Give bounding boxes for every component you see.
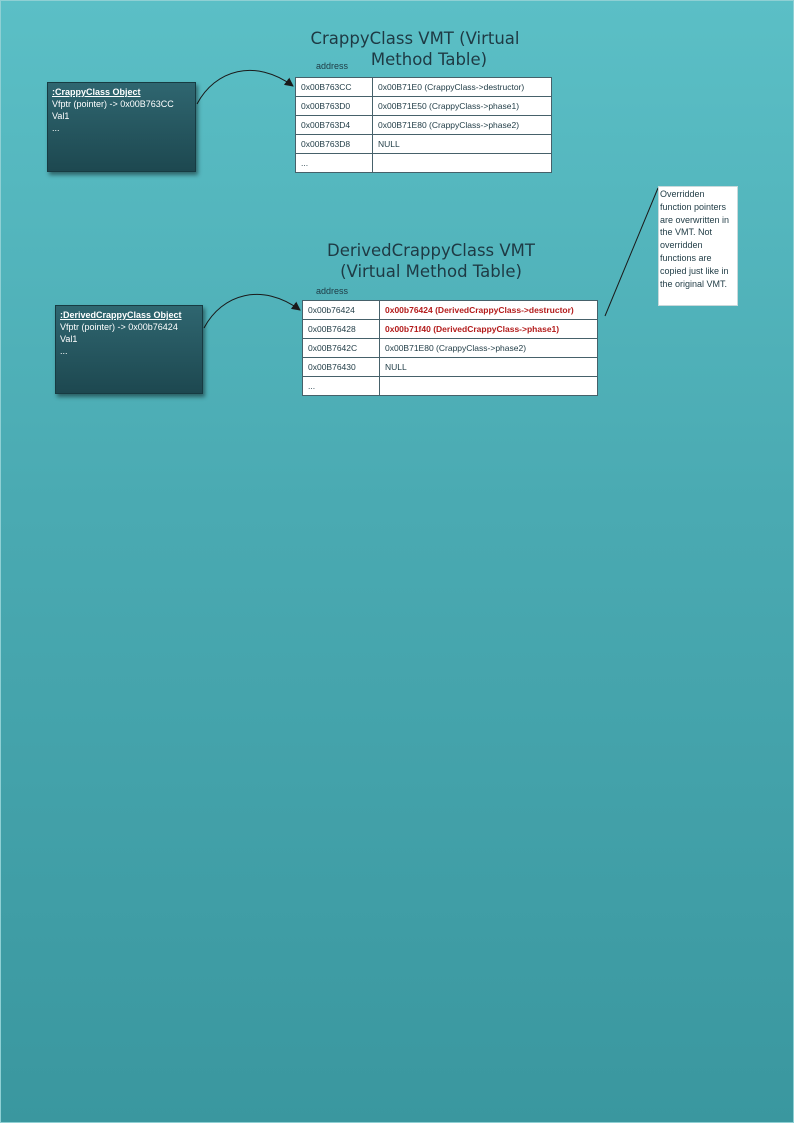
table-row: 0x00B76430 NULL (302, 357, 598, 377)
vmt-value-cell: NULL (372, 134, 552, 154)
crappy-vmt-table: 0x00B763CC 0x00B71E0 (CrappyClass->destr… (295, 77, 552, 173)
derived-vmt-address-label: address (316, 286, 349, 296)
crappy-object-vfptr: Vfptr (pointer) -> 0x00B763CC (52, 99, 174, 109)
vmt-value-cell: 0x00B71E0 (CrappyClass->destructor) (372, 77, 552, 97)
note-line: overridden (660, 240, 703, 251)
crappy-vmt-title-line1: CrappyClass VMT (Virtual (310, 29, 520, 48)
crappy-vmt-title-line2: Method Table) (370, 50, 488, 69)
vmt-value-cell (379, 376, 598, 396)
vmt-address-cell: ... (302, 376, 380, 396)
crappy-class-object-box: :CrappyClass Object Vfptr (pointer) -> 0… (47, 82, 196, 172)
derived-object-header: :DerivedCrappyClass Object (60, 310, 182, 320)
table-row: ... (295, 153, 552, 173)
derived-class-object-box: :DerivedCrappyClass Object Vfptr (pointe… (55, 305, 203, 394)
table-row: 0x00B763D4 0x00B71E80 (CrappyClass->phas… (295, 115, 552, 135)
table-row: 0x00b76424 0x00b76424 (DerivedCrappyClas… (302, 300, 598, 320)
note-line: are overwritten in (660, 214, 730, 225)
note-line: function pointers (660, 201, 727, 212)
derived-object-val1: Val1 (60, 334, 78, 344)
vmt-value-cell: NULL (379, 357, 598, 377)
vmt-value-cell-overridden: 0x00b71f40 (DerivedCrappyClass->phase1) (379, 319, 598, 339)
vmt-address-cell: 0x00B76430 (302, 357, 380, 377)
vmt-value-cell-overridden: 0x00b76424 (DerivedCrappyClass->destruct… (379, 300, 598, 320)
table-row: 0x00B763D8 NULL (295, 134, 552, 154)
derived-object-ellipsis: ... (60, 346, 68, 356)
vmt-address-cell: 0x00b76424 (302, 300, 380, 320)
note-callout-line (604, 187, 659, 317)
derived-vmt-title-line1: DerivedCrappyClass VMT (327, 241, 535, 260)
table-row: 0x00B763CC 0x00B71E0 (CrappyClass->destr… (295, 77, 552, 97)
crappy-vmt-address-label: address (316, 61, 349, 71)
derived-vmt-table: 0x00b76424 0x00b76424 (DerivedCrappyClas… (302, 300, 598, 396)
crappy-vmt-title: CrappyClass VMT (Virtual Method Table) (300, 28, 530, 70)
vmt-value-cell (372, 153, 552, 173)
pointer-arrow-derived (203, 294, 301, 329)
note-line: Overridden (660, 189, 705, 199)
note-line: the VMT. Not (660, 227, 713, 238)
derived-vmt-title: DerivedCrappyClass VMT (Virtual Method T… (320, 240, 542, 282)
vmt-address-cell: 0x00B76428 (302, 319, 380, 339)
note-line: the original VMT. (660, 278, 728, 289)
crappy-object-val1: Val1 (52, 111, 70, 121)
pointer-arrow-crappy (196, 70, 294, 105)
crappy-object-header: :CrappyClass Object (52, 87, 141, 97)
vmt-address-cell: 0x00B763D0 (295, 96, 373, 116)
vmt-value-cell: 0x00B71E80 (CrappyClass->phase2) (372, 115, 552, 135)
vmt-value-cell: 0x00B71E50 (CrappyClass->phase1) (372, 96, 552, 116)
vmt-address-cell: 0x00B7642C (302, 338, 380, 358)
override-note: Overridden function pointers are overwri… (658, 186, 738, 306)
vmt-address-cell: 0x00B763D8 (295, 134, 373, 154)
derived-vmt-title-line2: (Virtual Method Table) (340, 262, 522, 281)
vmt-address-cell: 0x00B763D4 (295, 115, 373, 135)
crappy-object-ellipsis: ... (52, 123, 60, 133)
table-row: ... (302, 376, 598, 396)
vmt-address-cell: 0x00B763CC (295, 77, 373, 97)
table-row: 0x00B76428 0x00b71f40 (DerivedCrappyClas… (302, 319, 598, 339)
derived-object-vfptr: Vfptr (pointer) -> 0x00b76424 (60, 322, 178, 332)
vmt-value-cell: 0x00B71E80 (CrappyClass->phase2) (379, 338, 598, 358)
note-line: functions are (660, 252, 712, 263)
vmt-address-cell: ... (295, 153, 373, 173)
table-row: 0x00B763D0 0x00B71E50 (CrappyClass->phas… (295, 96, 552, 116)
note-line: copied just like in (660, 265, 729, 276)
table-row: 0x00B7642C 0x00B71E80 (CrappyClass->phas… (302, 338, 598, 358)
